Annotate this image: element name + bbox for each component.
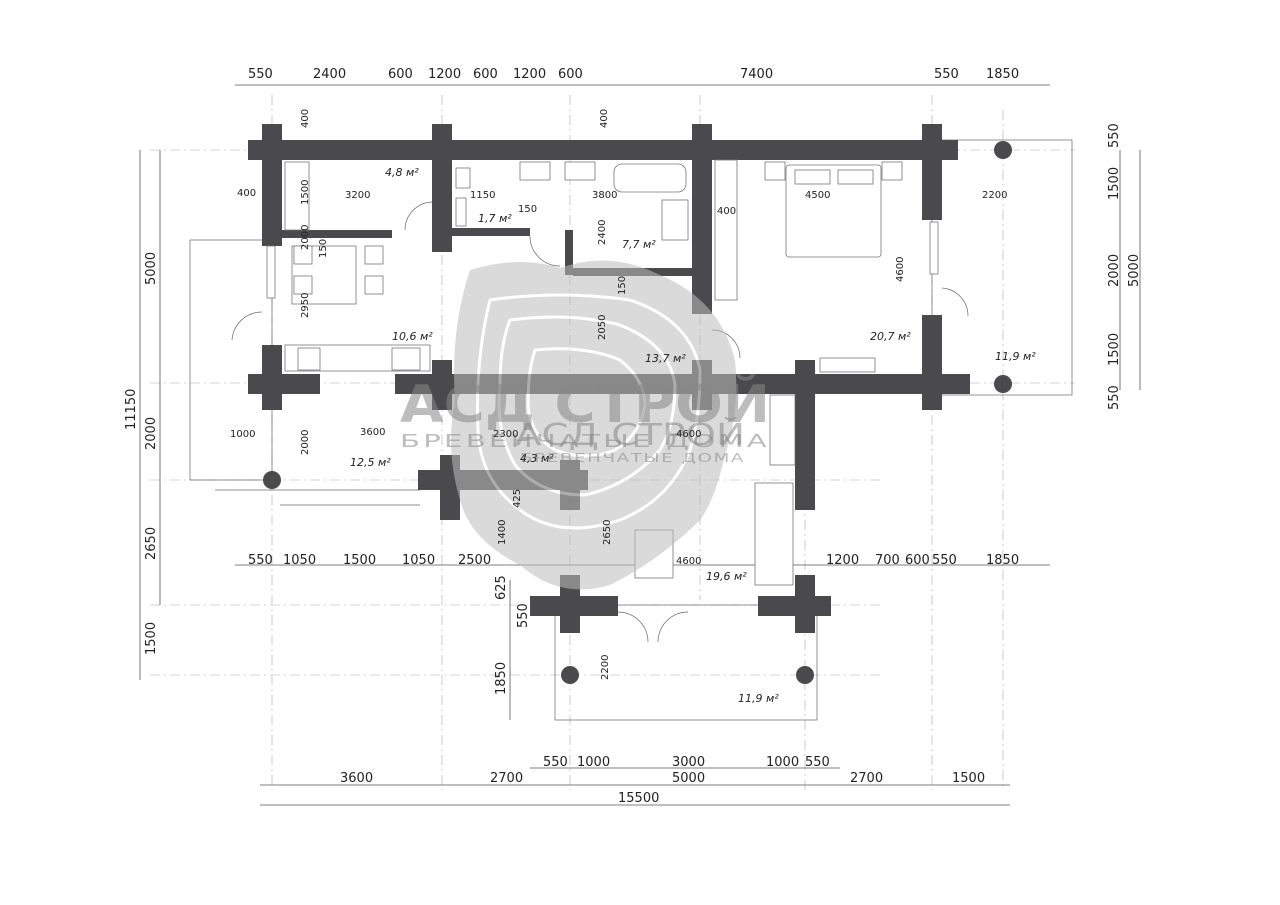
inner-dim-1: 1150 <box>470 190 495 201</box>
inner-dim-9: 2000 <box>300 225 311 250</box>
dim-b3-3: 2700 <box>850 771 883 786</box>
dim-right-3: 1500 <box>1107 333 1122 366</box>
dim-top-2: 600 <box>388 67 413 82</box>
area-5: 10,6 м² <box>392 330 433 343</box>
watermark-brand-ghost: АСД СТРОЙ <box>515 417 745 453</box>
dim-top-inner-0: 400 <box>300 109 311 128</box>
inner-dim-18: 4600 <box>676 429 701 440</box>
dim-left-3: 2650 <box>144 527 159 560</box>
dim-b1-7: 600 <box>905 553 930 568</box>
dim-b1-1: 1050 <box>283 553 316 568</box>
dim-b3-2: 5000 <box>672 771 705 786</box>
inner-dim-2: 3800 <box>592 190 617 201</box>
dim-porch-1: 550 <box>516 603 531 628</box>
inner-dim-16: 3600 <box>360 427 385 438</box>
dim-right-2: 2000 <box>1107 254 1122 287</box>
area-10: 11,9 м² <box>738 692 779 705</box>
inner-dim-7: 2400 <box>597 220 608 245</box>
dim-b1-9: 1850 <box>986 553 1019 568</box>
inner-dim-0: 3200 <box>345 190 370 201</box>
inner-dim-21: 1400 <box>497 520 508 545</box>
dim-right-0: 550 <box>1107 123 1122 148</box>
inner-dim-5: 1500 <box>300 180 311 205</box>
inner-dim-8: 4600 <box>895 257 906 282</box>
dim-top-9: 1850 <box>986 67 1019 82</box>
inner-dim-6: 150 <box>518 204 537 215</box>
dim-left-0: 5000 <box>144 252 159 285</box>
inner-dim-10: 400 <box>717 206 736 217</box>
inner-dim-13: 2050 <box>597 315 608 340</box>
inner-dim-22: 2650 <box>602 520 613 545</box>
watermark-tagline-ghost: БРЕВЕНЧАТЫЕ ДОМА <box>520 451 745 465</box>
porch-dimensions: 625 550 1850 <box>494 575 531 695</box>
inner-dim-14: 150 <box>617 276 628 295</box>
posts <box>263 141 1012 684</box>
watermark-tagline: БРЕВЕНЧАТЫЕ ДОМА <box>400 431 770 452</box>
inner-dim-15: 1000 <box>230 429 255 440</box>
dim-b3-0: 3600 <box>340 771 373 786</box>
dim-b2-4: 550 <box>805 755 830 770</box>
right-dimensions: 550 1500 2000 1500 550 5000 <box>1107 123 1142 410</box>
inner-dim-11: 2950 <box>300 293 311 318</box>
dim-porch-0: 625 <box>494 575 509 600</box>
area-1: 1,7 м² <box>478 212 512 225</box>
dim-b1-4: 2500 <box>458 553 491 568</box>
dim-b3-1: 2700 <box>490 771 523 786</box>
inner-dim-3: 4500 <box>805 190 830 201</box>
dim-b1-0: 550 <box>248 553 273 568</box>
dim-b1-6: 700 <box>875 553 900 568</box>
dim-top-5: 1200 <box>513 67 546 82</box>
dim-top-3: 1200 <box>428 67 461 82</box>
dim-b2-3: 1000 <box>766 755 799 770</box>
dim-top-8: 550 <box>934 67 959 82</box>
dim-b3-4: 1500 <box>952 771 985 786</box>
inner-dim-23: 4600 <box>676 556 701 567</box>
inner-dimensions: 3200 1150 3800 4500 2200 1500 150 2400 4… <box>230 180 1007 680</box>
dim-top-inner-1: 400 <box>599 109 610 128</box>
inner-dim-24: 2200 <box>600 655 611 680</box>
dim-b1-8: 550 <box>932 553 957 568</box>
area-2: 7,7 м² <box>622 238 656 251</box>
dim-left-2: 2000 <box>144 417 159 450</box>
bottom-dimensions: 550 1050 1500 1050 2500 1200 700 600 550… <box>248 553 1019 806</box>
inner-dim-20: 425 <box>512 489 523 508</box>
watermark-brand: АСД СТРОЙ <box>400 374 770 435</box>
area-4: 11,9 м² <box>995 350 1036 363</box>
furniture <box>266 159 939 586</box>
dim-top-0: 550 <box>248 67 273 82</box>
dim-b2-1: 1000 <box>577 755 610 770</box>
dim-b1-5: 1200 <box>826 553 859 568</box>
dim-top-7: 7400 <box>740 67 773 82</box>
dim-b1-2: 1500 <box>343 553 376 568</box>
area-0: 4,8 м² <box>385 166 419 179</box>
dim-top-1: 2400 <box>313 67 346 82</box>
dim-right-1: 1500 <box>1107 167 1122 200</box>
dim-left-1: 11150 <box>124 389 139 430</box>
dim-b1-3: 1050 <box>402 553 435 568</box>
inner-dim-19: 2000 <box>300 430 311 455</box>
dim-b2-2: 3000 <box>672 755 705 770</box>
area-6: 13,7 м² <box>645 352 686 365</box>
dim-b2-0: 550 <box>543 755 568 770</box>
dim-left-4: 1500 <box>144 622 159 655</box>
dim-top-6: 600 <box>558 67 583 82</box>
room-areas: 4,8 м² 1,7 м² 7,7 м² 20,7 м² 11,9 м² 10,… <box>350 166 1036 705</box>
dim-right-4: 550 <box>1107 385 1122 410</box>
dim-porch-2: 1850 <box>494 662 509 695</box>
dim-top-4: 600 <box>473 67 498 82</box>
area-3: 20,7 м² <box>870 330 911 343</box>
top-dimensions: 550 2400 600 1200 600 1200 600 7400 550 … <box>248 67 1019 128</box>
area-9: 19,6 м² <box>706 570 747 583</box>
inner-dim-17: 2300 <box>493 429 518 440</box>
dim-total-width: 15500 <box>618 791 659 806</box>
left-dimensions: 5000 11150 2000 2650 1500 <box>124 252 159 655</box>
inner-dim-25: 400 <box>237 188 256 199</box>
area-8: 4,3 м² <box>520 452 554 465</box>
dim-right-5: 5000 <box>1127 254 1142 287</box>
area-7: 12,5 м² <box>350 456 391 469</box>
watermark-logo <box>451 260 737 590</box>
inner-dim-12: 150 <box>318 239 329 258</box>
inner-dim-4: 2200 <box>982 190 1007 201</box>
